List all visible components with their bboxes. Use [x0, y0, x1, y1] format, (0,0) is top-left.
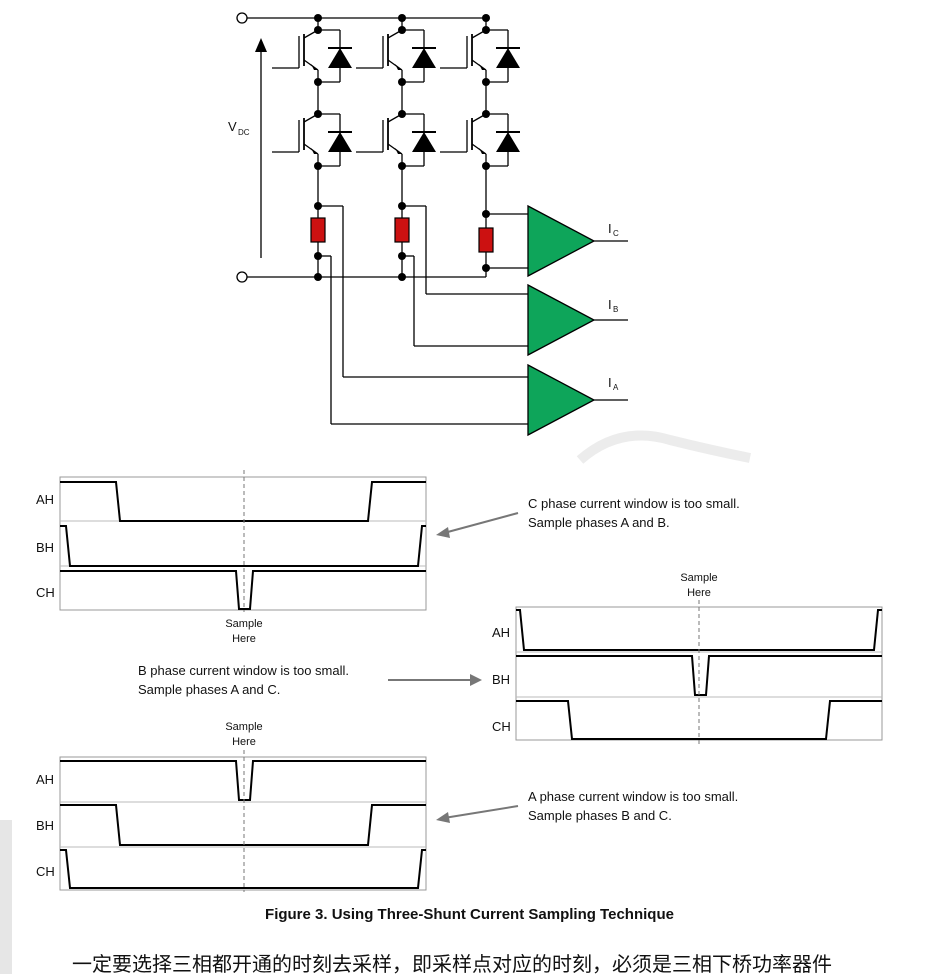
- shunt-c: [478, 227, 494, 253]
- note-a-line2: Sample phases B and C.: [528, 808, 672, 823]
- ch-label: CH: [492, 719, 511, 734]
- phase-leg-a: [271, 14, 353, 281]
- note-b-line2: Sample phases A and C.: [138, 682, 280, 697]
- shunt-b: [394, 217, 410, 243]
- sample-here-label-2: Here: [232, 633, 256, 645]
- sample-here-label: Sample: [225, 618, 262, 630]
- sample-here-label-2: Here: [687, 587, 711, 599]
- timing-diagram-a-small: Sample Here AH BH CH: [36, 721, 427, 892]
- watermark: [576, 430, 751, 464]
- timing-diagram-c-small: AH BH CH Sample Here: [36, 470, 427, 645]
- sample-here-label-2: Here: [232, 736, 256, 748]
- ic-sub: C: [613, 229, 619, 238]
- sample-here-label: Sample: [680, 572, 717, 584]
- ah-label: AH: [36, 492, 54, 507]
- note-a-line1: A phase current window is too small.: [528, 789, 738, 804]
- amplifier-b: [527, 283, 596, 357]
- bh-label: BH: [492, 672, 510, 687]
- note-c-line1: C phase current window is too small.: [528, 496, 740, 511]
- bh-label: BH: [36, 540, 54, 555]
- figure-caption: Figure 3. Using Three-Shunt Current Samp…: [265, 906, 674, 923]
- ic-label: I: [608, 221, 612, 236]
- vdc-sub: DC: [238, 128, 250, 137]
- shunt-a: [310, 217, 326, 243]
- vdc-label: V: [228, 119, 237, 134]
- body-text: 一定要选择三相都开通的时刻去采样，即采样点对应的时刻，必须是三相下桥功率器件: [72, 952, 832, 974]
- ah-label: AH: [492, 625, 510, 640]
- ib-label: I: [608, 297, 612, 312]
- amplifier-a: [527, 363, 596, 437]
- amplifier-c: [527, 204, 596, 278]
- note-b-line1: B phase current window is too small.: [138, 663, 349, 678]
- ch-label: CH: [36, 864, 55, 879]
- left-edge-bar: [0, 820, 12, 974]
- ch-label: CH: [36, 585, 55, 600]
- note-c-line2: Sample phases A and B.: [528, 515, 670, 530]
- ia-label: I: [608, 375, 612, 390]
- timing-diagram-b-small: Sample Here AH BH CH: [492, 572, 883, 745]
- phase-leg-b: [355, 14, 437, 281]
- ib-sub: B: [613, 305, 618, 314]
- ah-label: AH: [36, 772, 54, 787]
- phase-leg-c: [439, 14, 521, 277]
- sample-here-label: Sample: [225, 721, 262, 733]
- bh-label: BH: [36, 818, 54, 833]
- ia-sub: A: [613, 383, 619, 392]
